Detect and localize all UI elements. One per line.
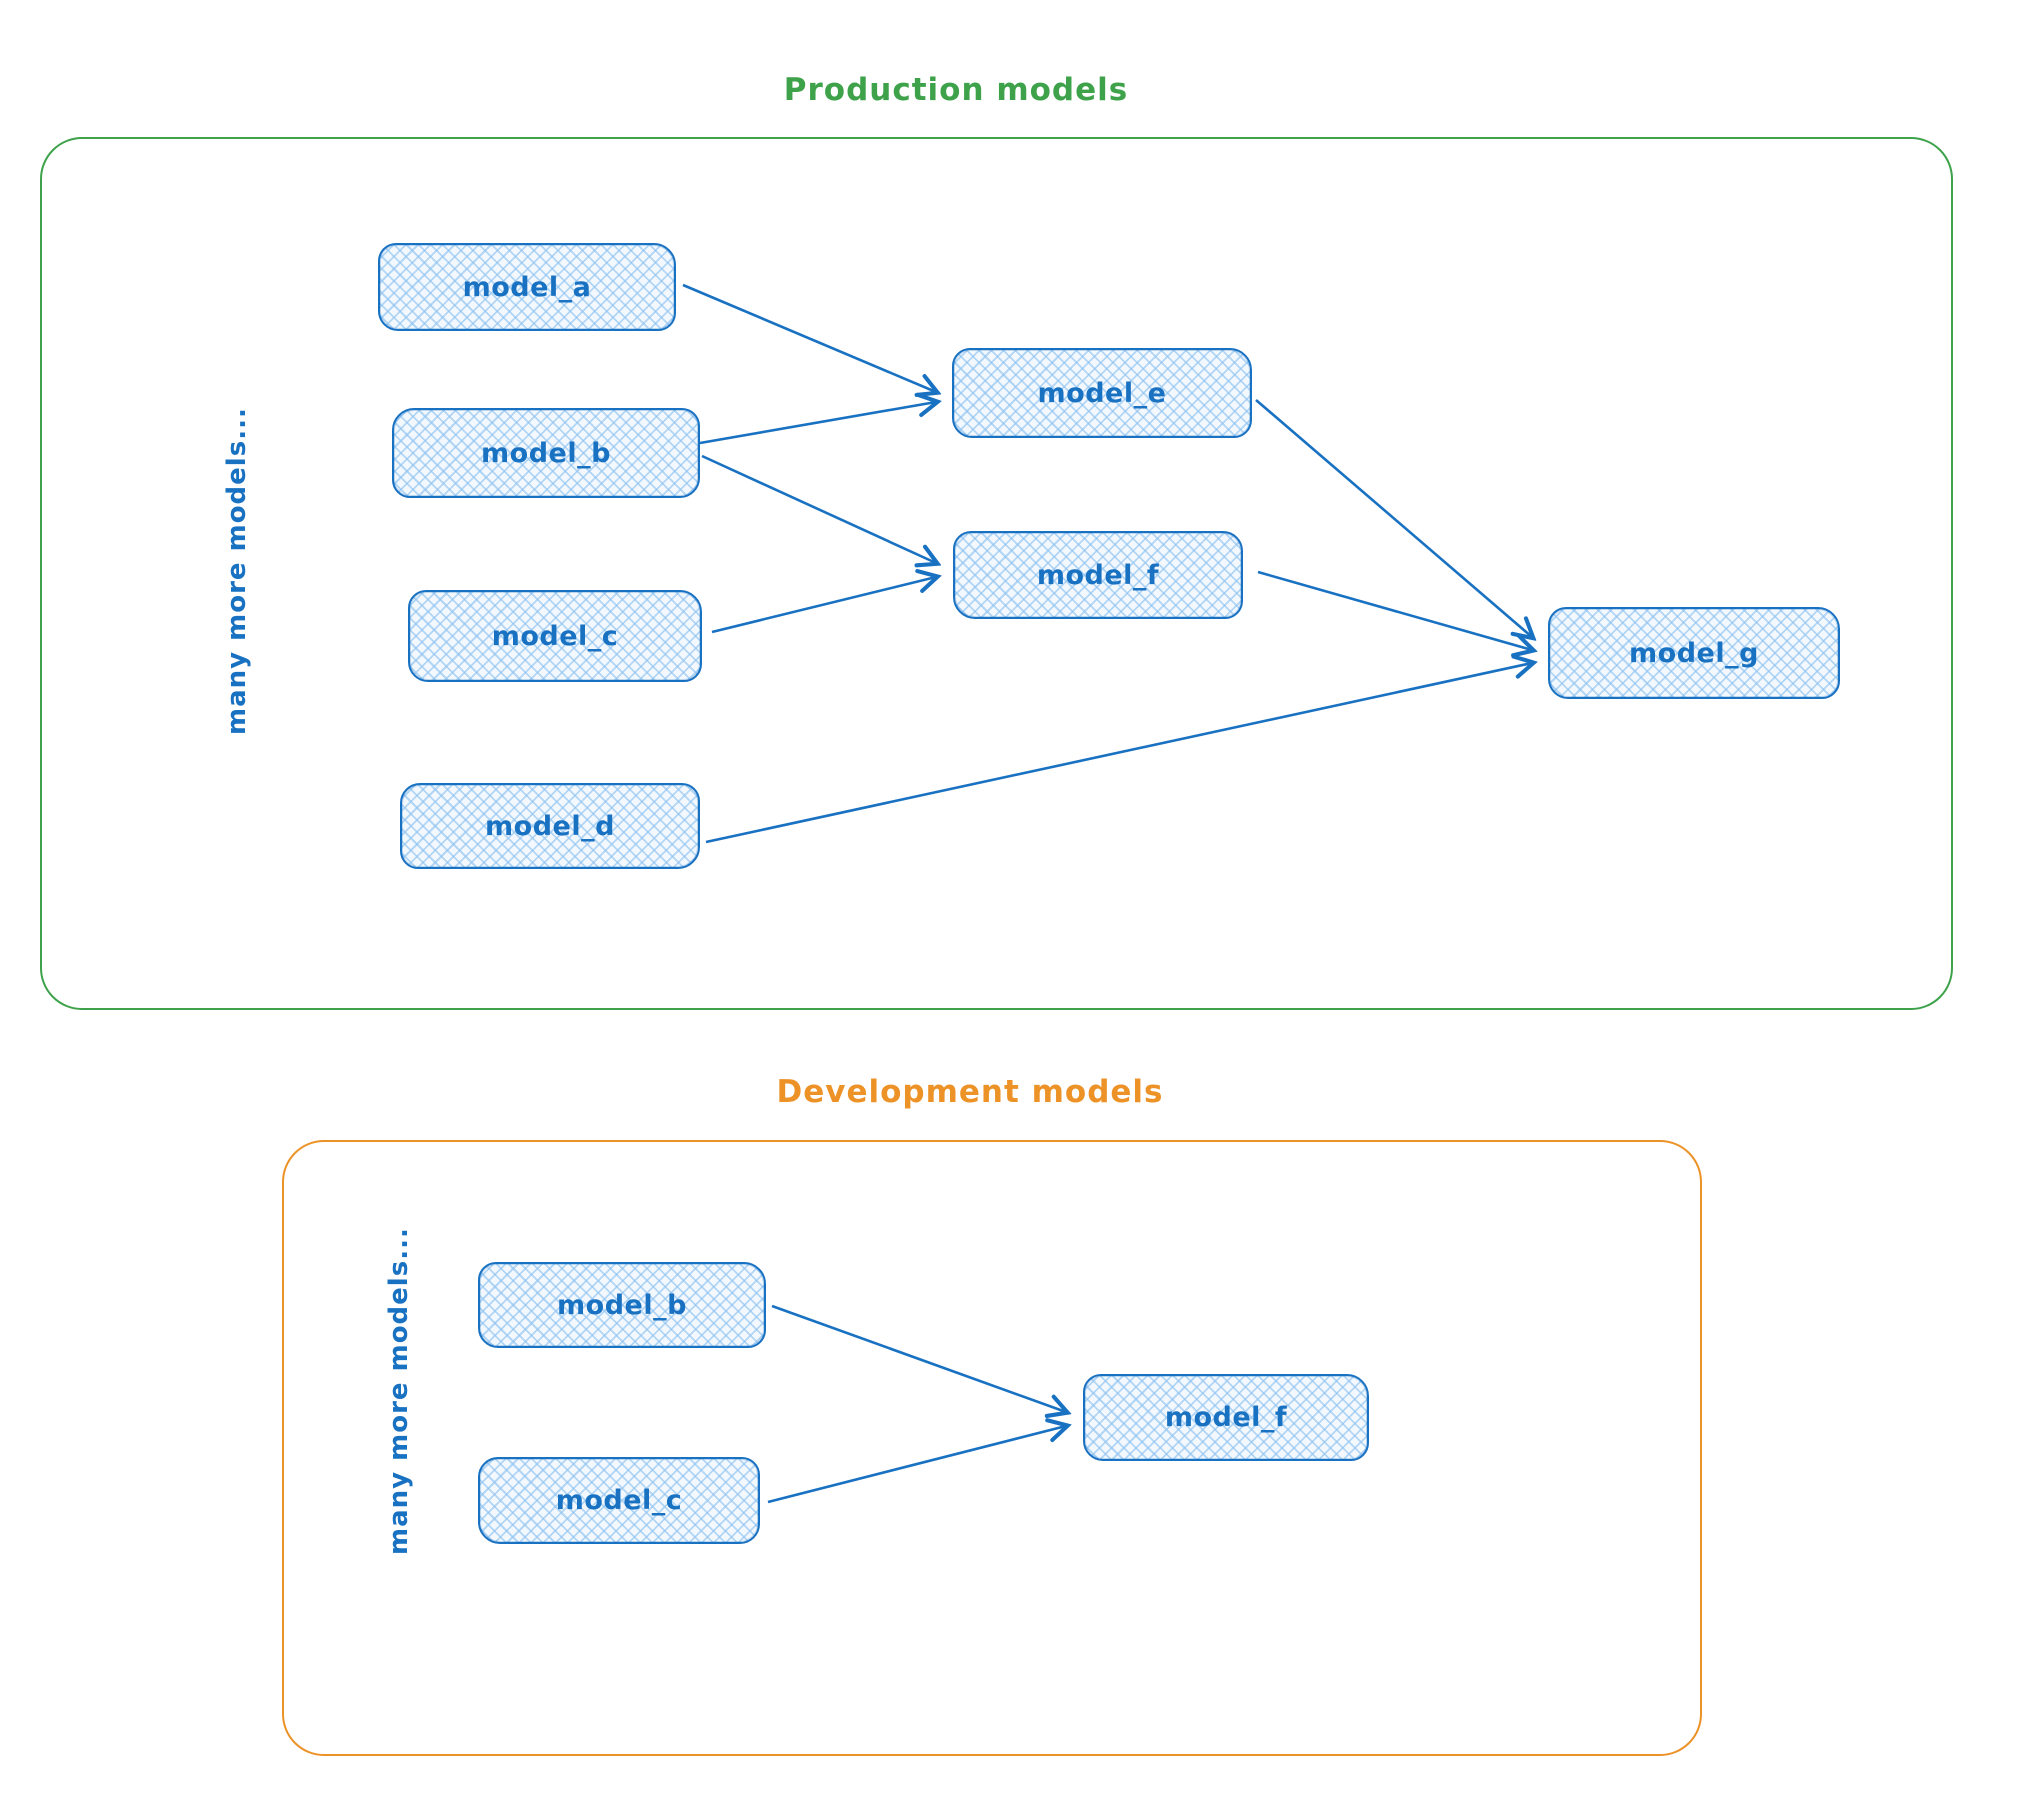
node-label: model_c: [555, 1485, 683, 1516]
node-label: model_f: [1036, 559, 1160, 591]
production-section-title: Production models: [783, 72, 1129, 108]
development-frame: [282, 1140, 1702, 1756]
node-production-model-g: model_g: [1548, 607, 1840, 699]
node-production-model-a: model_a: [378, 243, 676, 331]
production-frame: [40, 137, 1953, 1010]
node-development-model-c: model_c: [478, 1457, 760, 1544]
node-development-model-f: model_f: [1083, 1374, 1369, 1461]
node-label: model_a: [462, 271, 592, 303]
production-side-label: many more models...: [222, 407, 252, 735]
node-label: model_c: [491, 620, 619, 652]
node-label: model_e: [1037, 377, 1167, 409]
node-development-model-b: model_b: [478, 1262, 766, 1348]
node-label: model_b: [481, 437, 611, 469]
node-production-model-d: model_d: [400, 783, 700, 869]
node-label: model_g: [1629, 637, 1759, 669]
node-label: model_f: [1164, 1402, 1288, 1433]
node-label: model_b: [557, 1289, 687, 1321]
node-production-model-c: model_c: [408, 590, 702, 682]
node-production-model-b: model_b: [392, 408, 700, 498]
node-production-model-f: model_f: [953, 531, 1243, 619]
development-side-label: many more models...: [384, 1227, 414, 1555]
node-production-model-e: model_e: [952, 348, 1252, 438]
development-section-title: Development models: [776, 1074, 1164, 1110]
node-label: model_d: [485, 810, 615, 842]
